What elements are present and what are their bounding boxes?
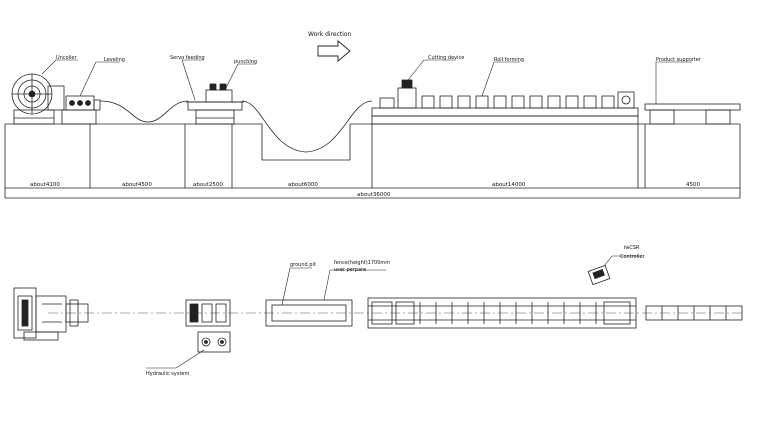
uncoiler-label: Uncoiler (56, 55, 77, 61)
dim-uncoiler: about4100 (30, 182, 60, 188)
plan-servo-punching (185, 299, 231, 327)
dim-roll-forming: about14000 (492, 182, 526, 188)
roll-forming-label: Roll forming (494, 57, 524, 63)
product-supporter-label: Product supporter (656, 57, 702, 63)
hydraulic-label: Hydraulic system (146, 371, 190, 377)
plan-roll-forming (367, 297, 637, 329)
side-view-frame (4, 123, 741, 199)
ground-pit-label: ground pit (290, 262, 316, 268)
leveling-machine (61, 95, 101, 125)
work-direction-label: Work direction (308, 31, 352, 38)
sheet-loop-1 (99, 100, 189, 123)
dim-total: about36000 (357, 192, 391, 198)
dim-pit: about6000 (288, 182, 318, 188)
controller-unit (587, 264, 611, 286)
user-prepare-label: user perpare (334, 267, 366, 273)
plan-uncoiler-leveler (13, 287, 89, 341)
dim-servo: about2500 (193, 182, 223, 188)
direction-arrow-icon (317, 40, 351, 62)
cutting-device-label: Cutting device (428, 55, 464, 61)
controller-leader (603, 255, 642, 267)
ground-pit-leader (281, 267, 312, 306)
product-supporter (644, 103, 741, 125)
fence-label: fence(height)1700mm (334, 260, 390, 266)
fence-leader (323, 269, 386, 301)
sheet-loop-pit (241, 100, 373, 153)
uncoiler-machine (11, 73, 65, 125)
controller-code: №CSR (624, 245, 640, 251)
leveling-label: Leveling (104, 57, 125, 63)
roll-forming-line (371, 79, 639, 125)
hydraulic-leader (146, 349, 205, 369)
servo-punching-machine (186, 83, 244, 125)
servo-feeding-label: Servo feeding (170, 55, 205, 61)
roll-stands (421, 95, 615, 109)
side-leaders (41, 59, 692, 104)
punching-label: punching (234, 59, 257, 65)
dim-leveling: about4500 (122, 182, 152, 188)
plan-product-supporter (645, 305, 743, 321)
ground-pit-plan (265, 299, 353, 327)
hydraulic-system-unit (197, 331, 231, 353)
controller-label: Controller (620, 254, 646, 260)
dim-supporter: 4500 (686, 182, 700, 188)
